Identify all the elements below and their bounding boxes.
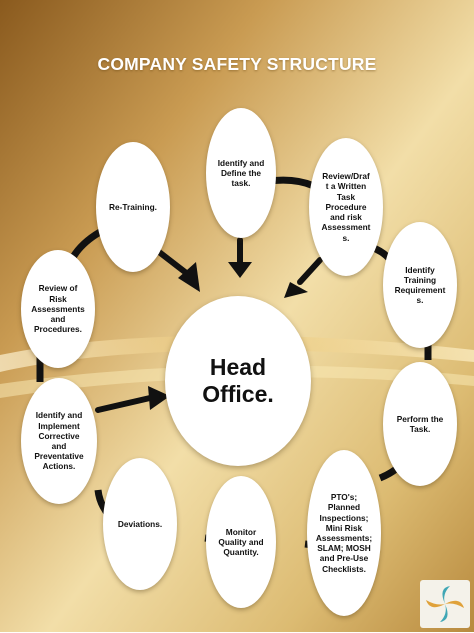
arrow-down-right: [178, 262, 200, 292]
node-deviations: Deviations.: [103, 458, 177, 590]
company-logo: [420, 580, 470, 628]
arrow-right: [148, 386, 170, 410]
page-title: COMPANY SAFETY STRUCTURE: [97, 54, 377, 74]
node-identify-define: Identify and Define the task.: [206, 108, 276, 238]
arrow-down-left: [284, 282, 308, 298]
arrow-down: [228, 262, 252, 278]
logo-swirl-icon: [426, 586, 464, 622]
node-review-draft: Review/Draf t a Written Task Procedure a…: [309, 138, 383, 276]
node-retraining: Re-Training.: [96, 142, 170, 272]
node-review-risk: Review of Risk Assessments and Procedure…: [21, 250, 95, 368]
head-office-node: Head Office.: [165, 296, 311, 466]
node-monitor: Monitor Quality and Quantity.: [206, 476, 276, 608]
node-identify-training: Identify Training Requirement s.: [383, 222, 457, 348]
node-ptos: PTO's; Planned Inspections; Mini Risk As…: [307, 450, 381, 616]
node-corrective: Identify and Implement Corrective and Pr…: [21, 378, 97, 504]
node-perform-task: Perform the Task.: [383, 362, 457, 486]
